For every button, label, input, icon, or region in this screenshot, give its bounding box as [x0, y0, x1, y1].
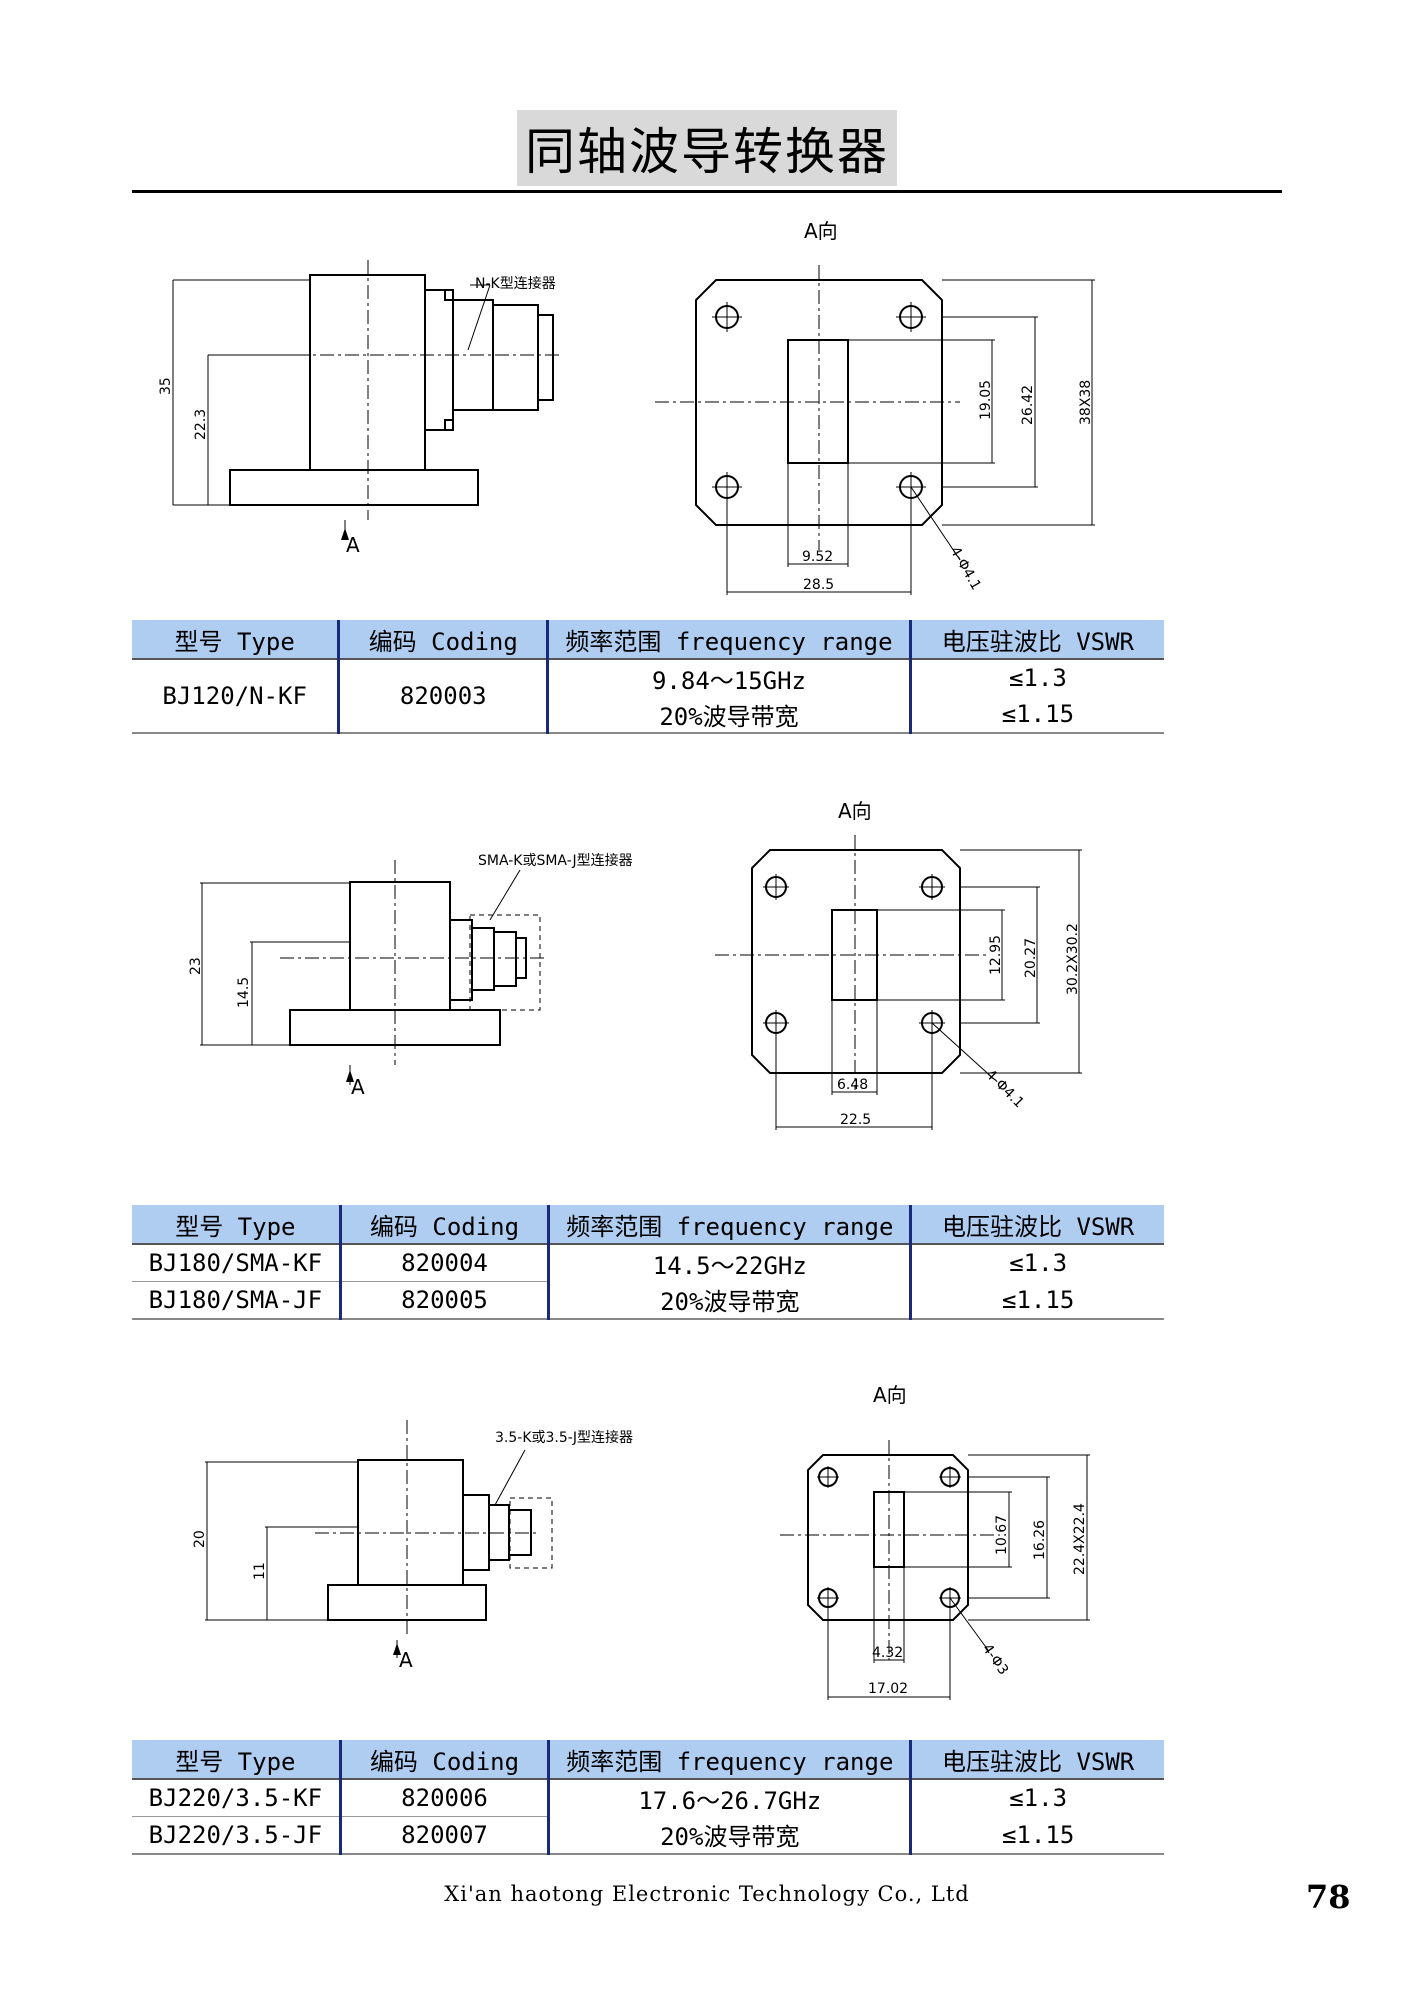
vswr-cell: ≤1.15	[910, 1816, 1164, 1855]
view-label-1: A向	[804, 219, 838, 243]
dim-30-2: 30.2X30.2	[1065, 923, 1081, 995]
header-vswr: 电压驻波比 VSWR	[910, 1740, 1164, 1780]
header-type: 型号 Type	[132, 1205, 342, 1245]
arrow-a-3: A	[399, 1648, 413, 1672]
header-vswr: 电压驻波比 VSWR	[910, 1205, 1164, 1245]
spec-table-1: 型号 Type 编码 Coding 频率范围 frequency range 电…	[132, 620, 1164, 734]
table-row: BJ220/3.5-JF 820007 20%波导带宽 ≤1.15	[132, 1816, 1164, 1855]
arrow-a-2: A	[351, 1075, 365, 1099]
header-frequency: 频率范围 frequency range	[548, 1740, 913, 1780]
type-cell: BJ220/3.5-JF	[132, 1816, 342, 1855]
dim-20: 20	[192, 1530, 208, 1548]
arrow-icon	[393, 1643, 401, 1655]
dim-16-26: 16.26	[1032, 1520, 1048, 1560]
dim-22-4: 22.4X22.4	[1072, 1503, 1088, 1575]
dim-22-5: 22.5	[840, 1112, 871, 1128]
dim-10-67: 10.67	[994, 1515, 1010, 1555]
bandwidth-cell: 20%波导带宽	[547, 696, 912, 734]
table-row: BJ120/N-KF 820003 9.84～15GHz ≤1.3	[132, 659, 1164, 734]
arrow-a-1: A	[346, 533, 360, 557]
dim-20-27: 20.27	[1023, 938, 1039, 978]
dim-19-05: 19.05	[978, 380, 994, 420]
dim-17-02: 17.02	[868, 1681, 908, 1697]
section1-front-view: A向 19.05 26	[0, 0, 1414, 624]
coding-cell: 820003	[338, 659, 550, 734]
header-type: 型号 Type	[132, 1740, 342, 1780]
vswr-cell: ≤1.15	[910, 1281, 1164, 1320]
view-label-2: A向	[838, 799, 872, 823]
header-frequency: 频率范围 frequency range	[547, 620, 912, 660]
coding-cell: 820004	[340, 1244, 551, 1282]
section3-front-view: A向 10.67 16	[0, 1370, 1414, 1774]
title-wrap: 同轴波导转换器	[0, 110, 1414, 186]
connector-label-1: N-K型连接器	[475, 275, 556, 292]
dim-28-5: 28.5	[803, 577, 834, 593]
header-coding: 编码 Coding	[340, 1205, 551, 1245]
view-label-3: A向	[873, 1383, 907, 1407]
vswr-cell: ≤1.15	[910, 696, 1164, 734]
type-cell: BJ220/3.5-KF	[132, 1779, 342, 1817]
section3-side-view: 3.5-K或3.5-J型连接器 20 11 A	[0, 1370, 1414, 1774]
header-vswr: 电压驻波比 VSWR	[910, 620, 1164, 660]
dim-11: 11	[252, 1562, 268, 1580]
spec-table-3: 型号 Type 编码 Coding 频率范围 frequency range 电…	[132, 1740, 1164, 1855]
vswr-cell: ≤1.3	[1009, 1784, 1068, 1813]
dim-6-48: 6.48	[837, 1077, 868, 1093]
coding-cell: 820005	[340, 1281, 551, 1320]
dim-4-32: 4.32	[872, 1645, 903, 1661]
dim-12-95: 12.95	[988, 935, 1004, 975]
dim-14-5: 14.5	[236, 977, 252, 1008]
header-coding: 编码 Coding	[340, 1740, 551, 1780]
page-title: 同轴波导转换器	[517, 110, 897, 186]
table-row: BJ220/3.5-KF 820006 17.6～26.7GHz ≤1.3	[132, 1779, 1164, 1817]
dim-hole-3: 4-Φ3	[979, 1641, 1012, 1678]
coding-cell: 820007	[340, 1816, 551, 1855]
frequency-cell: 9.84～15GHz	[547, 659, 912, 696]
section1-side-view: N-K型连接器 35 22.3 A	[0, 0, 1414, 624]
frequency-cell: 17.6～26.7GHz	[548, 1779, 913, 1817]
title-rule	[132, 190, 1282, 193]
table-header: 型号 Type 编码 Coding 频率范围 frequency range 电…	[132, 620, 1164, 660]
footer-company: Xi'an haotong Electronic Technology Co.,…	[444, 1882, 970, 1906]
spec-table-2: 型号 Type 编码 Coding 频率范围 frequency range 电…	[132, 1205, 1164, 1320]
dim-38x38: 38X38	[1078, 380, 1094, 425]
dim-35: 35	[158, 377, 174, 395]
type-cell: BJ180/SMA-KF	[132, 1244, 342, 1282]
header-frequency: 频率范围 frequency range	[548, 1205, 913, 1245]
arrow-icon	[346, 1070, 354, 1082]
connector-label-2: SMA-K或SMA-J型连接器	[478, 852, 633, 869]
dim-9-52: 9.52	[802, 549, 833, 565]
vswr-cell: ≤1.3	[1009, 1249, 1068, 1278]
table-row: BJ180/SMA-KF 820004 14.5～22GHz ≤1.3	[132, 1244, 1164, 1282]
frequency-cell: 14.5～22GHz	[548, 1244, 913, 1282]
table-header: 型号 Type 编码 Coding 频率范围 frequency range 电…	[132, 1740, 1164, 1780]
header-coding: 编码 Coding	[338, 620, 550, 660]
type-cell: BJ120/N-KF	[132, 659, 341, 734]
arrow-icon	[341, 528, 349, 540]
dim-22-3: 22.3	[193, 409, 209, 440]
dim-23: 23	[188, 957, 204, 975]
section2-side-view: SMA-K或SMA-J型连接器 23 14.5 A	[0, 780, 1414, 1204]
section2-front-view: A向 12.95 20	[0, 780, 1414, 1204]
dim-26-42: 26.42	[1020, 385, 1036, 425]
header-type: 型号 Type	[132, 620, 341, 660]
table-row: 20%波导带宽 ≤1.15	[132, 696, 1164, 734]
dim-hole-1: 4-Φ4.1	[947, 544, 984, 593]
bandwidth-cell: 20%波导带宽	[548, 1816, 913, 1855]
bandwidth-cell: 20%波导带宽	[548, 1281, 913, 1320]
table-header: 型号 Type 编码 Coding 频率范围 frequency range 电…	[132, 1205, 1164, 1245]
coding-cell: 820006	[340, 1779, 551, 1817]
page-number: 78	[1306, 1878, 1351, 1916]
type-cell: BJ180/SMA-JF	[132, 1281, 342, 1320]
vswr-cell: ≤1.3	[1008, 664, 1067, 692]
table-row: BJ180/SMA-JF 820005 20%波导带宽 ≤1.15	[132, 1281, 1164, 1320]
connector-label-3: 3.5-K或3.5-J型连接器	[495, 1429, 633, 1446]
